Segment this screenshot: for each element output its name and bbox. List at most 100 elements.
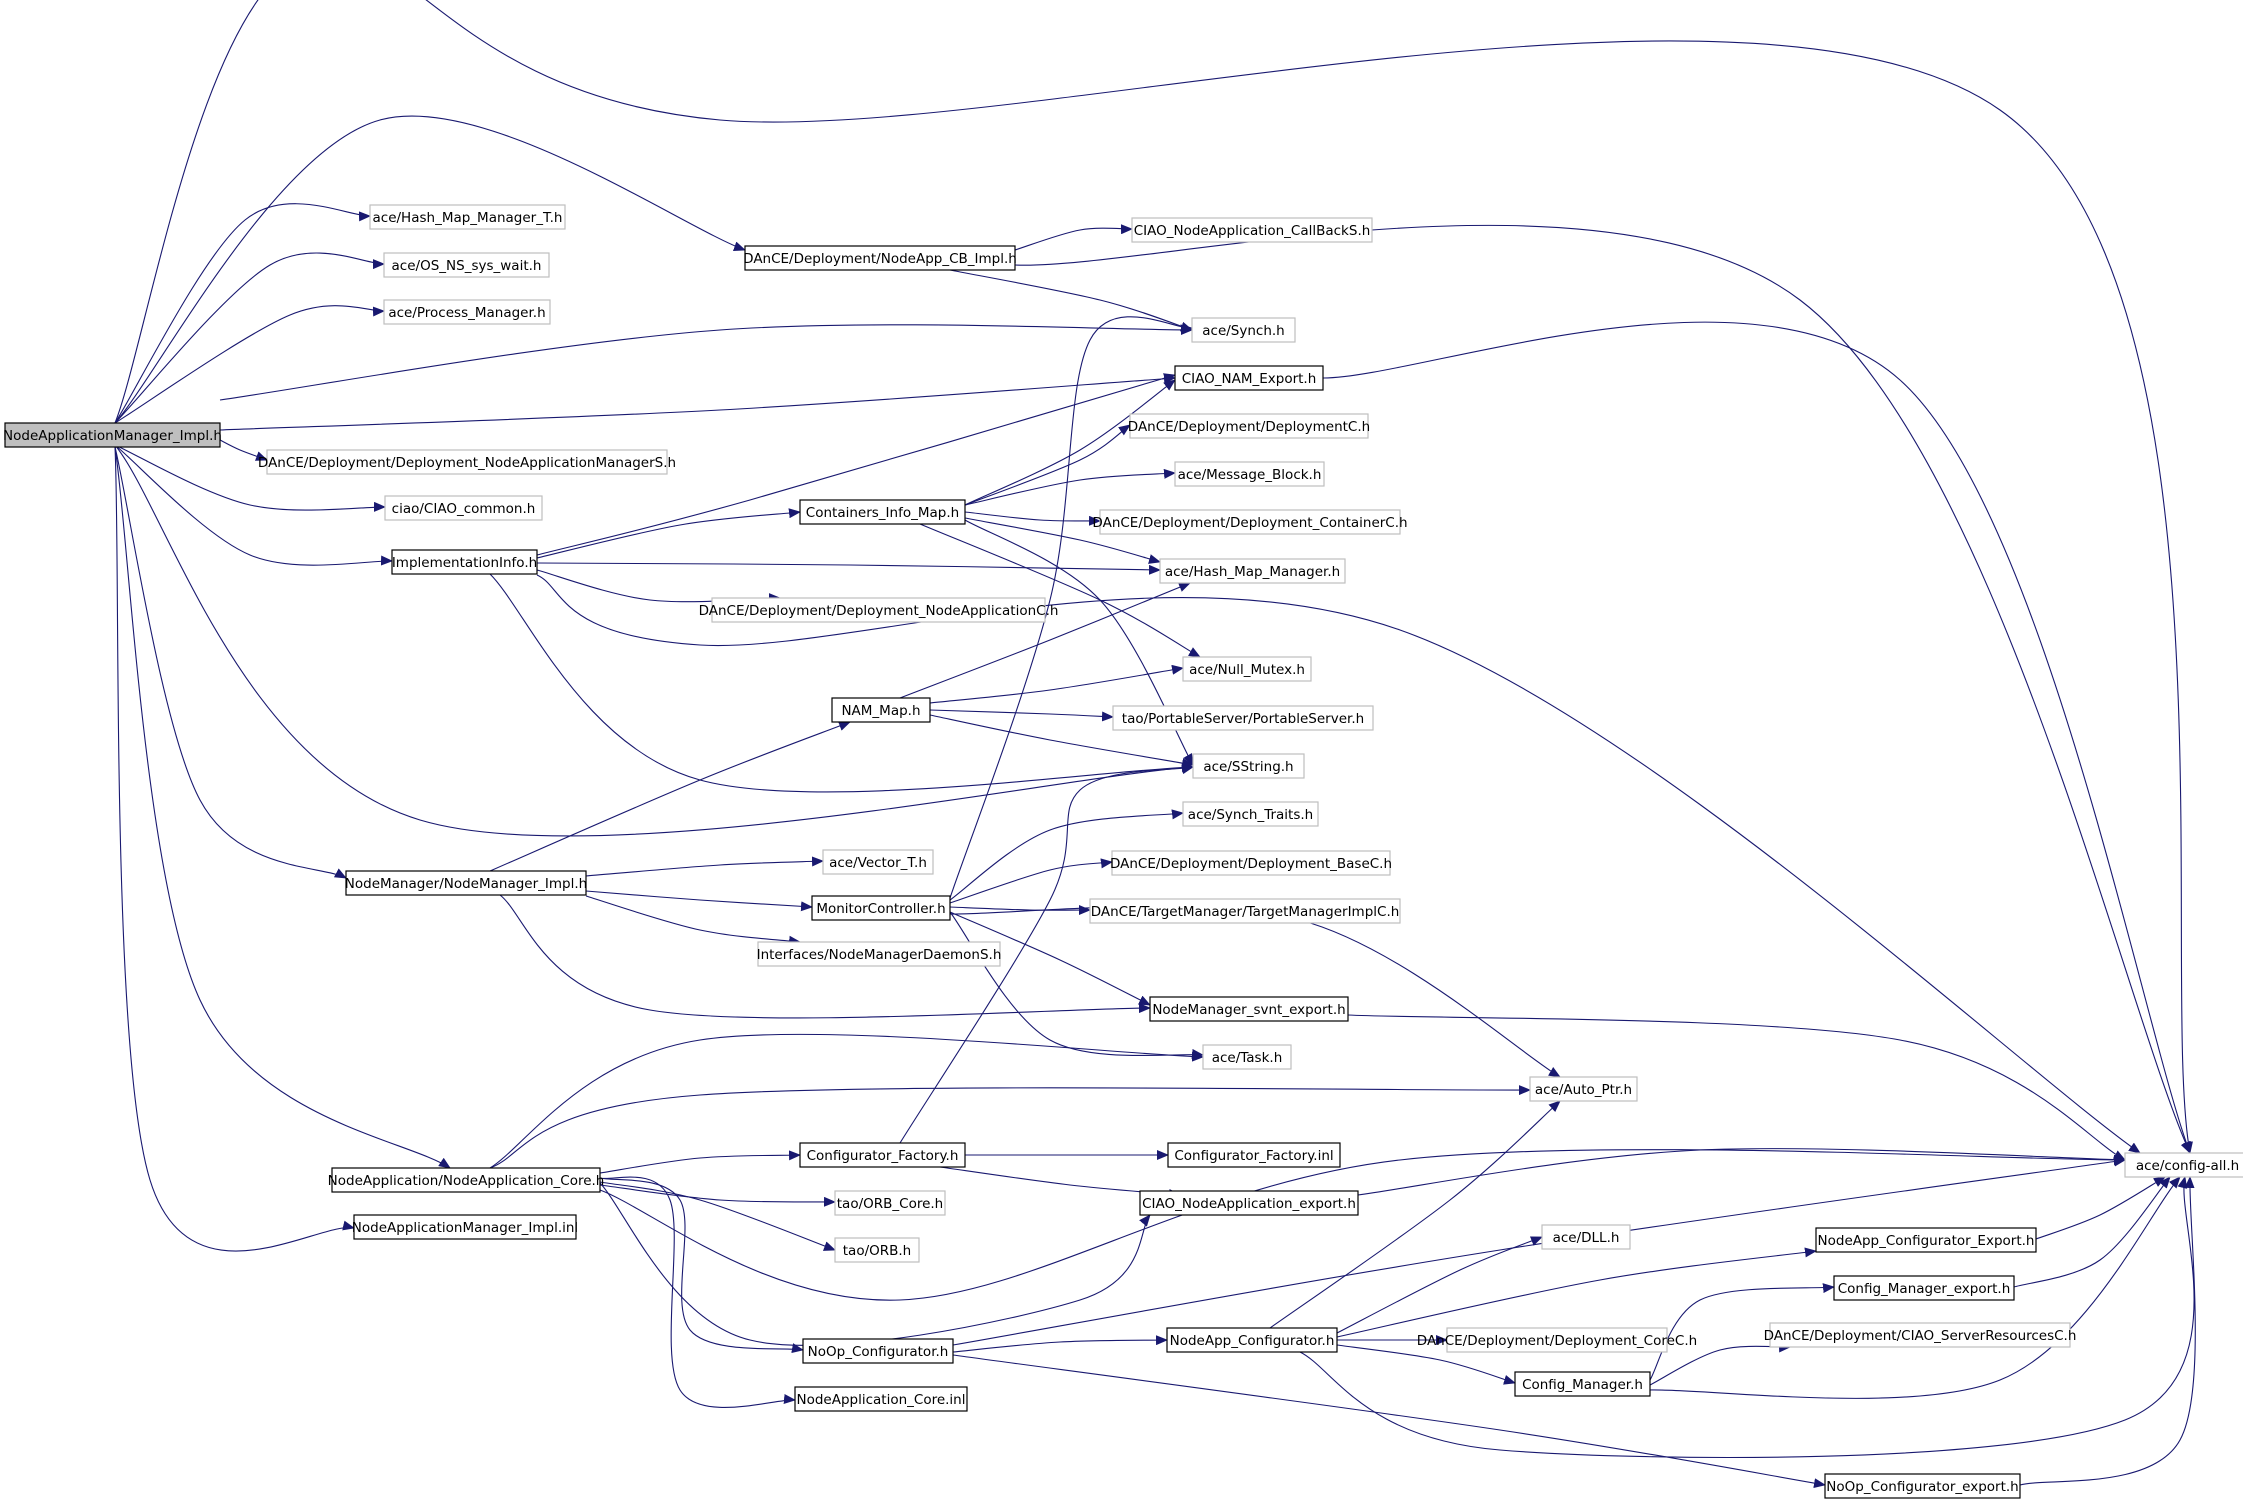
edge-impinfo-to-namexp [536,373,1176,556]
node-noopexp[interactable]: NoOp_Configurator_export.h [1824,1473,2021,1499]
node-box [1514,1371,1651,1397]
node-label: DAnCE/Deployment/Deployment_NodeApplicat… [699,603,1059,619]
node-dll[interactable]: ace/DLL.h [1541,1224,1631,1250]
node-corec[interactable]: DAnCE/Deployment/Deployment_CoreC.h [1417,1327,1697,1353]
edge-root-to-sstring [114,444,1194,837]
node-containerC[interactable]: DAnCE/Deployment/Deployment_ContainerC.h [1092,509,1408,535]
node-naminl[interactable]: NodeApplicationManager_Impl.inl [352,1214,578,1240]
edge-cfgmgr-to-cfgmgrexp [1649,1283,1835,1381]
node-impinfo[interactable]: ImplementationInfo.h [391,549,538,575]
node-box [391,549,538,575]
node-nodeappcb[interactable]: DAnCE/Deployment/NodeApp_CB_Impl.h [743,245,1017,271]
node-label: NodeApplication_Core.inl [796,1392,965,1408]
edge-nacore-to-noop [599,1177,804,1354]
node-cinfomap[interactable]: Containers_Info_Map.h [799,499,966,525]
node-box [2124,1152,2243,1178]
edge-nodeappcb-to-synch [949,269,1193,332]
edge-impinfo-to-configall [536,574,2141,1154]
node-callbacks[interactable]: CIAO_NodeApplication_CallBackS.h [1131,217,1373,243]
node-box [1089,898,1401,924]
node-deployC[interactable]: DAnCE/Deployment/DeploymentC.h [1128,413,1370,439]
node-namgrS[interactable]: DAnCE/Deployment/Deployment_NodeApplicat… [258,449,676,475]
edge-noopexp-to-configall [2019,1176,2196,1486]
node-nacore[interactable]: NodeApplication/NodeApplication_Core.h [328,1167,605,1193]
node-cfgmgr[interactable]: Config_Manager.h [1514,1371,1651,1397]
edge-nammap-to-sstring [929,714,1194,769]
node-vectorT[interactable]: ace/Vector_T.h [822,849,934,875]
node-procmgr[interactable]: ace/Process_Manager.h [383,299,551,325]
node-label: DAnCE/Deployment/DeploymentC.h [1128,419,1370,435]
node-naexport[interactable]: CIAO_NodeApplication_export.h [1139,1190,1359,1216]
node-box [1149,996,1349,1022]
edge-root-to-nodeappcb [114,115,746,424]
node-label: Config_Manager.h [1522,1377,1643,1393]
node-label: NodeManager/NodeManager_Impl.h [345,876,587,892]
edge-nacfg-to-nacfgexp [1336,1247,1817,1338]
edge-monctrl-to-tmimpl [949,905,1091,916]
node-noop[interactable]: NoOp_Configurator.h [802,1338,954,1364]
node-nodeappC[interactable]: DAnCE/Deployment/Deployment_NodeApplicat… [699,597,1059,623]
node-sstring[interactable]: ace/SString.h [1192,753,1305,779]
node-nacfgexp[interactable]: NodeApp_Configurator_Export.h [1815,1227,2037,1253]
node-box [1182,801,1319,827]
node-basec[interactable]: DAnCE/Deployment/Deployment_BaseC.h [1110,850,1392,876]
node-orbcore[interactable]: tao/ORB_Core.h [834,1190,946,1216]
node-synchtraits[interactable]: ace/Synch_Traits.h [1182,801,1319,827]
node-box [331,1167,601,1193]
node-nmdaemon[interactable]: Interfaces/NodeManagerDaemonS.h [757,941,1002,967]
node-box [345,870,587,896]
node-cfgfactinl[interactable]: Configurator_Factory.inl [1167,1142,1341,1168]
edge-impinfo-to-hashmap [536,562,1161,575]
edge-root-to-synch [219,324,1193,401]
edge-monctrl-to-task [949,911,1204,1059]
node-box [383,299,551,325]
node-layer: NodeApplicationManager_Impl.h ace/Hash_Ma… [3,204,2243,1499]
node-box [1112,705,1374,731]
node-nodemgr[interactable]: NodeManager/NodeManager_Impl.h [345,870,587,896]
node-ciaocommon[interactable]: ciao/CIAO_common.h [384,495,543,521]
edge-root-to-osns [114,252,385,424]
edge-cfgmgr-to-configall [1649,1176,2181,1399]
node-root[interactable]: NodeApplicationManager_Impl.h [3,422,222,448]
node-cfgfactory[interactable]: Configurator_Factory.h [799,1142,966,1168]
node-nacoreinl[interactable]: NodeApplication_Core.inl [794,1386,968,1412]
node-tmimpl[interactable]: DAnCE/TargetManager/TargetManagerImplC.h [1089,898,1401,924]
node-hashmap[interactable]: ace/Hash_Map_Manager.h [1159,558,1346,584]
edge-nacfgexp-to-configall [2035,1176,2166,1240]
node-nmsvnt[interactable]: NodeManager_svnt_export.h [1149,996,1349,1022]
edge-impinfo-to-sstring [489,573,1194,793]
node-box [1833,1275,2015,1301]
node-hashMapT[interactable]: ace/Hash_Map_Manager_T.h [369,204,566,230]
node-box [794,1386,968,1412]
node-box [757,941,1001,967]
node-nammap[interactable]: NAM_Map.h [831,697,931,723]
node-task[interactable]: ace/Task.h [1202,1044,1292,1070]
node-autoptr[interactable]: ace/Auto_Ptr.h [1529,1076,1638,1102]
node-label: Containers_Info_Map.h [806,505,959,521]
node-box [1769,1322,2071,1348]
node-box [744,245,1016,271]
node-label: Interfaces/NodeManagerDaemonS.h [757,947,1002,963]
node-serverres[interactable]: DAnCE/Deployment/CIAO_ServerResourcesC.h [1764,1322,2077,1348]
node-nacfg[interactable]: NodeApp_Configurator.h [1166,1327,1338,1353]
node-box [1174,461,1325,487]
node-label: NodeApplication/NodeApplication_Core.h [328,1173,605,1189]
node-monctrl[interactable]: MonitorController.h [811,895,951,921]
node-label: Config_Manager_export.h [1838,1281,2011,1297]
edge-cinfomap-to-namexp [964,379,1176,506]
node-cfgmgrexp[interactable]: Config_Manager_export.h [1833,1275,2015,1301]
node-nullmutex[interactable]: ace/Null_Mutex.h [1182,656,1312,682]
node-msgblock[interactable]: ace/Message_Block.h [1174,461,1325,487]
node-synch[interactable]: ace/Synch.h [1191,317,1296,343]
node-namexp[interactable]: CIAO_NAM_Export.h [1174,365,1324,391]
node-configall[interactable]: ace/config-all.h [2124,1152,2243,1178]
node-label: ace/OS_NS_sys_wait.h [392,258,542,274]
node-osns[interactable]: ace/OS_NS_sys_wait.h [383,252,550,278]
edge-nacore-to-nacoreinl [599,1176,796,1408]
edge-nammap-to-nullmutex [929,664,1184,704]
node-box [384,495,543,521]
node-orb[interactable]: tao/ORB.h [834,1237,920,1263]
node-portable[interactable]: tao/PortableServer/PortableServer.h [1112,705,1374,731]
edge-nodemgr-to-monctrl [585,890,813,912]
